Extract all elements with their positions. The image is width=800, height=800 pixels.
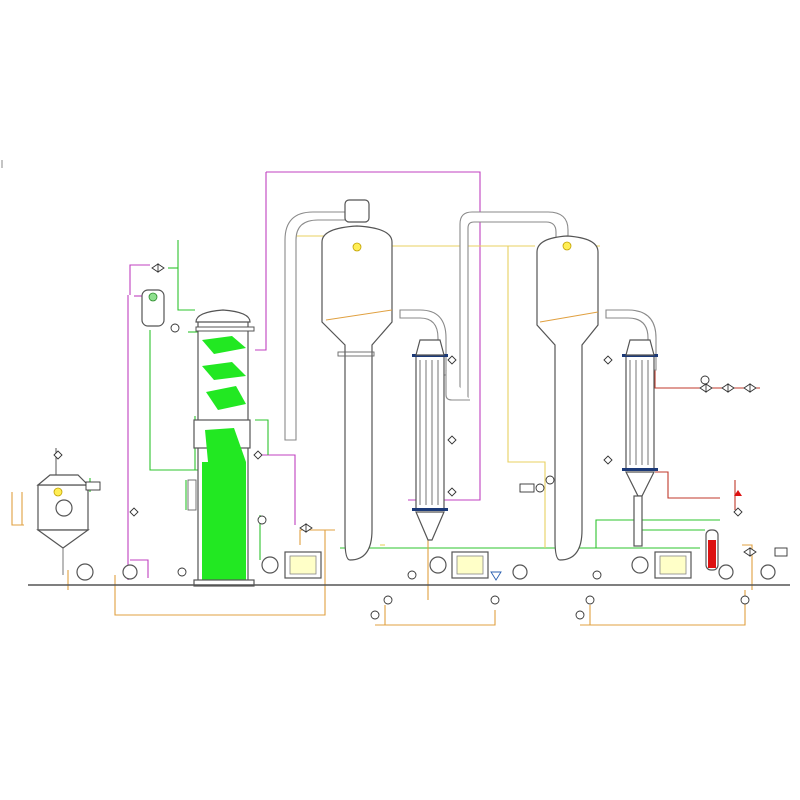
condensate-tank-icon [36,474,90,575]
packed-column-icon [187,309,255,587]
sight-glass-icon [705,529,719,571]
pressure-gauge-icon [170,323,750,620]
valve-icon [53,263,788,557]
tube-bundle-exchanger-icon [412,339,448,541]
tube-bundle-exchanger-icon [622,339,658,547]
drain-funnel-icon [490,571,502,581]
motor-pump-icon [429,551,489,579]
motor-pump-icon [631,551,692,579]
centrifugal-pump-icon [76,563,776,581]
cyclone-separator-icon [321,199,393,561]
condensate-lines [11,492,753,626]
gauge-red-icon [734,490,742,496]
vertical-vessel-icon [141,289,165,327]
cyclone-separator-icon [536,235,599,561]
motor-pump-icon [261,551,322,579]
